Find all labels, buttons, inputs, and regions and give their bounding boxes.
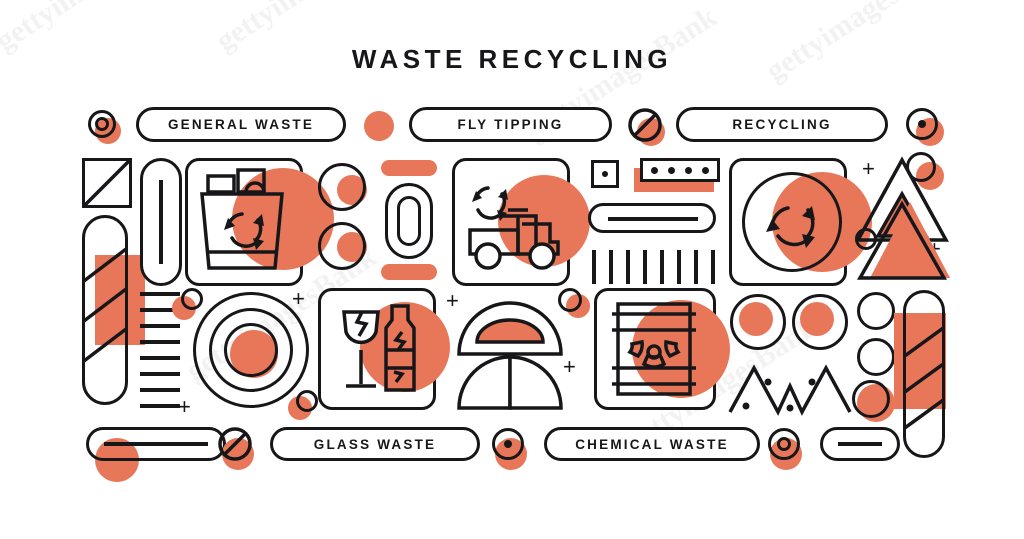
striped-capsule bbox=[903, 290, 945, 458]
tick-stroke bbox=[592, 250, 596, 284]
no-entry-slash-icon bbox=[628, 108, 662, 142]
recycle-bin-icon bbox=[200, 168, 284, 270]
tick-line bbox=[140, 404, 180, 408]
plus-mark: + bbox=[862, 156, 875, 181]
zigzag-icon bbox=[728, 364, 852, 416]
bar-dot bbox=[685, 167, 692, 174]
ring-icon bbox=[296, 390, 318, 412]
tick-stroke bbox=[643, 250, 647, 284]
label-glass-waste[interactable]: GLASS WASTE bbox=[270, 427, 480, 461]
target-ring-inner bbox=[224, 323, 278, 377]
label-general-waste-text: GENERAL WASTE bbox=[167, 117, 315, 132]
capsule-center-line bbox=[159, 180, 163, 264]
ring-icon bbox=[318, 222, 366, 270]
label-chemical-waste[interactable]: CHEMICAL WASTE bbox=[544, 427, 760, 461]
plus-mark: + bbox=[446, 288, 459, 313]
tick-stroke bbox=[626, 250, 630, 284]
ring-icon bbox=[730, 294, 786, 350]
dot-square-icon bbox=[591, 160, 619, 188]
plus-mark: + bbox=[292, 286, 305, 311]
label-glass-waste-text: GLASS WASTE bbox=[313, 436, 437, 452]
dot-circle-icon bbox=[906, 108, 938, 140]
accent-pill bbox=[381, 264, 437, 280]
tick-stroke bbox=[677, 250, 681, 284]
target-ring-mid bbox=[209, 308, 293, 392]
tick-stroke bbox=[609, 250, 613, 284]
label-fly-tipping[interactable]: FLY TIPPING bbox=[409, 107, 612, 142]
accent-pill bbox=[381, 160, 437, 176]
accent-blob bbox=[364, 111, 394, 141]
tick-line bbox=[140, 340, 180, 344]
bar-dot bbox=[702, 167, 709, 174]
radioactive-barrel-icon bbox=[612, 302, 696, 396]
tick-stroke bbox=[694, 250, 698, 284]
label-fly-tipping-text: FLY TIPPING bbox=[457, 117, 564, 132]
tick-line bbox=[140, 308, 180, 312]
recycle-arrows-ring bbox=[742, 172, 842, 272]
ring-icon bbox=[857, 292, 895, 330]
tick-stroke bbox=[660, 250, 664, 284]
bar-dot bbox=[668, 167, 675, 174]
tick-line bbox=[140, 356, 180, 360]
capsule-inner-line bbox=[608, 217, 698, 221]
diagonal-square-icon bbox=[82, 158, 132, 208]
dot-circle-center bbox=[504, 440, 512, 448]
plus-mark: + bbox=[563, 354, 576, 379]
tick-line bbox=[140, 388, 180, 392]
diagonal-square-line bbox=[82, 158, 132, 208]
tick-line bbox=[140, 292, 180, 296]
ring-icon bbox=[181, 288, 203, 310]
ring-icon bbox=[852, 380, 890, 418]
no-entry-slash-icon bbox=[218, 427, 252, 461]
arch-dome-icon bbox=[457, 301, 563, 410]
label-chemical-waste-text: CHEMICAL WASTE bbox=[575, 436, 729, 452]
ring-icon bbox=[768, 428, 800, 460]
ring-icon-inner bbox=[777, 437, 791, 451]
dot-circle-center bbox=[918, 120, 926, 128]
recycle-arrows-icon bbox=[766, 206, 815, 248]
ring-icon bbox=[558, 288, 582, 312]
label-recycling-text: RECYCLING bbox=[732, 117, 832, 132]
label-general-waste[interactable]: GENERAL WASTE bbox=[136, 107, 346, 142]
ring-icon-inner bbox=[95, 117, 109, 131]
ring-icon bbox=[906, 152, 936, 182]
dot-circle-icon bbox=[492, 428, 524, 460]
ring-icon bbox=[855, 228, 877, 250]
tick-line bbox=[140, 324, 180, 328]
tick-stroke bbox=[711, 250, 715, 284]
dash-capsule-line bbox=[104, 442, 208, 446]
filled-triangle-icon bbox=[856, 200, 950, 280]
dash-capsule-line bbox=[838, 442, 882, 446]
label-recycling[interactable]: RECYCLING bbox=[676, 107, 888, 142]
ring-icon bbox=[857, 338, 895, 376]
ring-icon bbox=[88, 110, 116, 138]
dot-square-center bbox=[602, 171, 608, 177]
ring-icon bbox=[792, 294, 848, 350]
garbage-truck-icon bbox=[468, 186, 560, 270]
page-title: WASTE RECYCLING bbox=[351, 44, 673, 74]
broken-glass-bottle-icon bbox=[342, 304, 416, 392]
striped-capsule bbox=[82, 215, 128, 405]
ring-icon bbox=[318, 163, 366, 211]
concentric-target-icon bbox=[193, 292, 309, 408]
bar-dot bbox=[651, 167, 658, 174]
plus-mark: + bbox=[178, 394, 191, 419]
oval-outline-inner bbox=[397, 196, 421, 246]
tick-line bbox=[140, 372, 180, 376]
